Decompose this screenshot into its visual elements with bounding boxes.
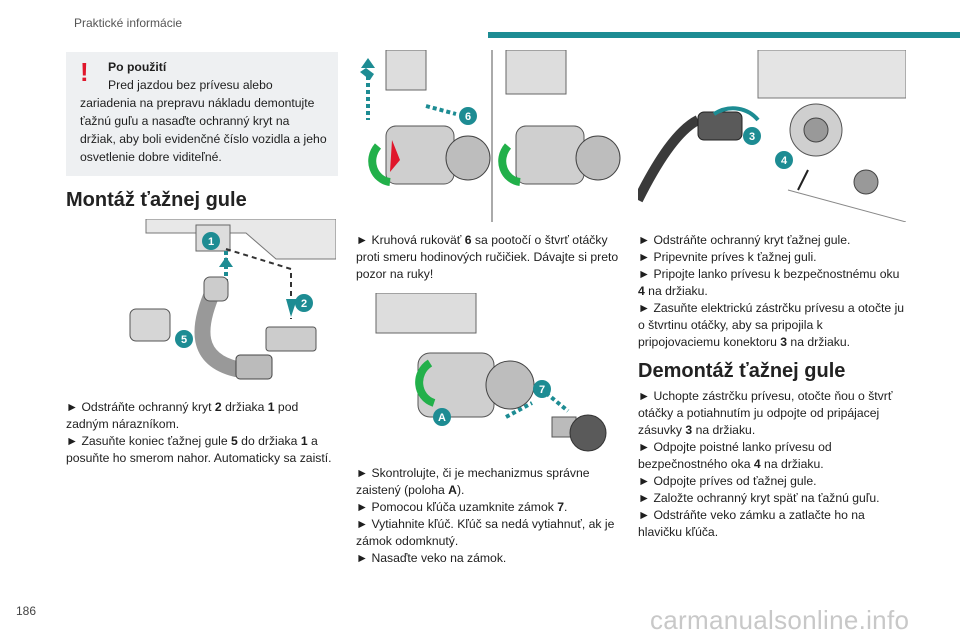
figure-label-5: 5 [181, 334, 187, 346]
section-title-mount: Montáž ťažnej gule [66, 189, 247, 211]
connect-step-3: ► Pripojte lanko prívesu k bezpečnostném… [638, 267, 900, 298]
header-accent-bar [488, 32, 960, 38]
figure-label-5-badge [175, 330, 193, 348]
watermark: carmanualsonline.info [650, 605, 910, 635]
figure-label-4-badge [775, 151, 793, 169]
dismount-step-3: ► Odpojte príves od ťažnej gule. [638, 474, 817, 488]
column-3: 3 4 ► Odstráňte ochranný kryt ťažnej gul… [638, 50, 908, 541]
lock-step-4: ► Nasaďte veko na zámok. [356, 551, 507, 565]
dismount-step-1: ► Uchopte zástrčku prívesu, otočte ňou o… [638, 389, 893, 437]
figure-label-2-badge [295, 294, 313, 312]
figure-label-3-badge [743, 127, 761, 145]
warning-box: ! Po použití Pred jazdou bez prívesu ale… [66, 52, 338, 176]
figure-label-7: 7 [539, 384, 545, 396]
figure-label-6-badge [459, 107, 477, 125]
figure-label-4: 4 [781, 155, 788, 167]
mount-step-2: ► Zasuňte koniec ťažnej gule 5 do držiak… [66, 434, 332, 465]
lock-step-1: ► Skontrolujte, či je mechanizmus správn… [356, 466, 590, 497]
dismount-step-5: ► Odstráňte veko zámku a zatlačte ho na … [638, 508, 865, 539]
knob-text: ► Kruhová rukoväť 6 sa pootočí o štvrť o… [356, 233, 619, 281]
figure-label-3: 3 [749, 131, 755, 143]
dismount-step-4: ► Založte ochranný kryt späť na ťažnú gu… [638, 491, 880, 505]
mount-step-1: ► Odstráňte ochranný kryt 2 držiaka 1 po… [66, 400, 299, 431]
figure-tow-ball-mount: 1 2 5 [116, 219, 338, 387]
running-header: Praktické informácie [74, 16, 183, 30]
warning-title: Po použití [108, 60, 167, 74]
connect-step-2: ► Pripevnite príves k ťažnej guli. [638, 250, 817, 264]
column-1: ! Po použití Pred jazdou bez prívesu ale… [66, 52, 338, 467]
figure-lock-check: 7 A [356, 293, 624, 457]
figure-label-7-badge [533, 380, 551, 398]
figure-label-a: A [438, 412, 446, 424]
figure-rotating-knob: 6 [356, 50, 624, 222]
page-number: 186 [16, 604, 37, 618]
figure-label-a-badge [433, 408, 451, 426]
figure-label-2: 2 [301, 298, 307, 310]
dismount-step-2: ► Odpojte poistné lanko prívesu od bezpe… [638, 440, 832, 471]
connect-step-1: ► Odstráňte ochranný kryt ťažnej gule. [638, 233, 851, 247]
figure-label-6: 6 [465, 111, 471, 123]
column-2: 6 ► Kruhová rukoväť 6 sa pootočí o štvrť… [356, 50, 624, 567]
connect-step-4: ► Zasuňte elektrickú zástrčku prívesu a … [638, 301, 905, 349]
figure-trailer-connection: 3 4 [638, 50, 908, 222]
figure-label-1: 1 [208, 236, 214, 248]
warning-line1: Pred jazdou bez prívesu alebo [108, 78, 273, 92]
warning-exclamation-icon: ! [80, 57, 89, 87]
warning-text: zariadenia na prepravu nákladu demontujt… [80, 96, 327, 164]
figure-label-1-badge [202, 232, 220, 250]
lock-step-2: ► Pomocou kľúča uzamknite zámok 7. [356, 500, 568, 514]
section-title-dismount: Demontáž ťažnej gule [638, 360, 846, 382]
lock-step-3: ► Vytiahnite kľúč. Kľúč sa nedá vytiahnu… [356, 517, 615, 548]
